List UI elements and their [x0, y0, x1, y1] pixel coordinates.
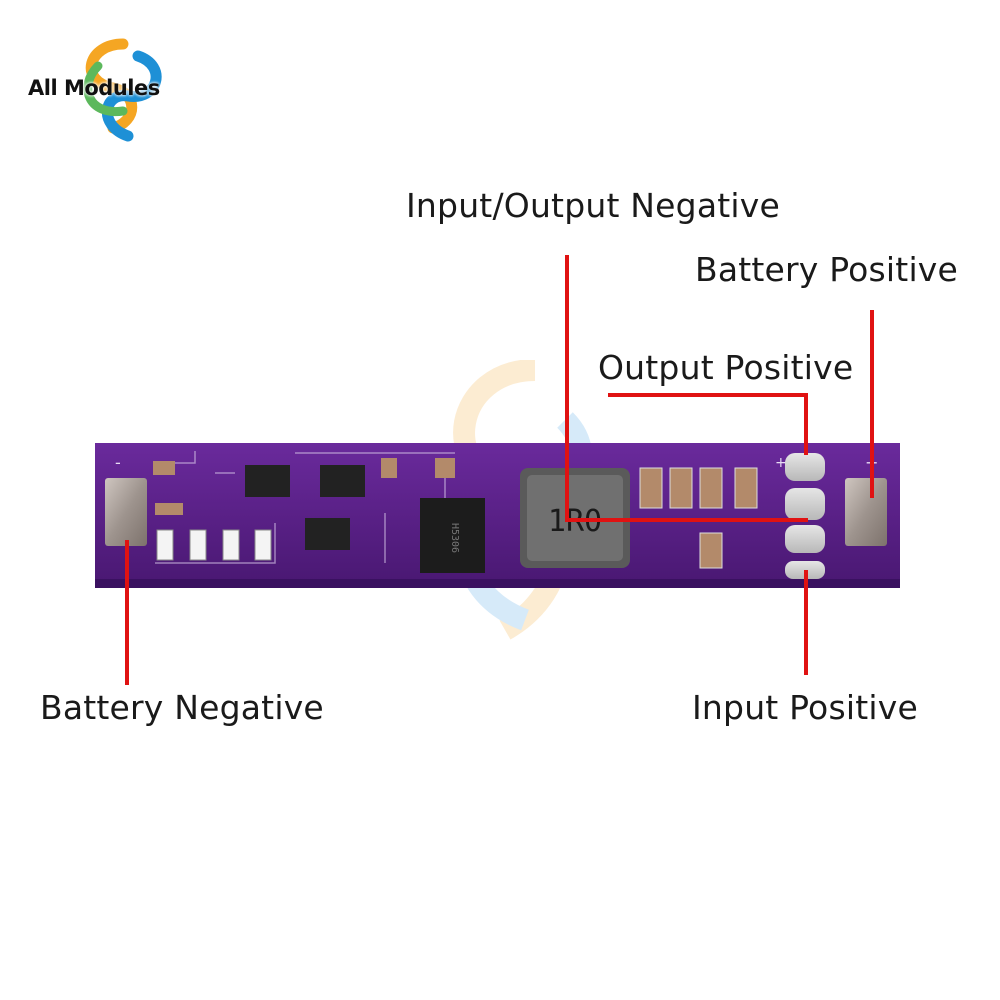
ic-chip	[245, 465, 290, 497]
leader-battery-positive	[870, 310, 874, 498]
battery-minus-mark: -	[115, 453, 121, 472]
output-positive-pad	[785, 453, 825, 481]
input-positive-pad	[785, 525, 825, 553]
leader-input-positive	[804, 570, 808, 675]
io-negative-pad	[785, 488, 825, 520]
pcb-board: H5306 1R0 + + -	[95, 443, 900, 588]
main-ic	[420, 498, 485, 573]
battery-positive-pad	[845, 478, 887, 546]
label-input-output-negative: Input/Output Negative	[406, 186, 780, 225]
ic-marking: H5306	[449, 523, 460, 553]
label-output-positive: Output Positive	[598, 348, 854, 387]
brand-logo: All Modules	[28, 36, 198, 146]
ic-chip	[320, 465, 365, 497]
leader-output-positive-vertical	[804, 393, 808, 455]
led-row	[156, 529, 272, 561]
leader-io-negative-vertical	[565, 255, 569, 522]
label-battery-negative: Battery Negative	[40, 688, 324, 727]
pad-plus-mark: +	[775, 455, 787, 471]
leader-io-negative-horizontal	[565, 518, 808, 522]
battery-negative-pad	[105, 478, 147, 546]
label-battery-positive: Battery Positive	[695, 250, 959, 289]
ic-chip	[305, 518, 350, 550]
label-input-positive: Input Positive	[692, 688, 918, 727]
logo-swirl-icon	[83, 38, 162, 142]
leader-output-positive-horizontal	[608, 393, 808, 397]
leader-battery-negative	[125, 540, 129, 685]
logo-text: All Modules	[28, 76, 160, 100]
